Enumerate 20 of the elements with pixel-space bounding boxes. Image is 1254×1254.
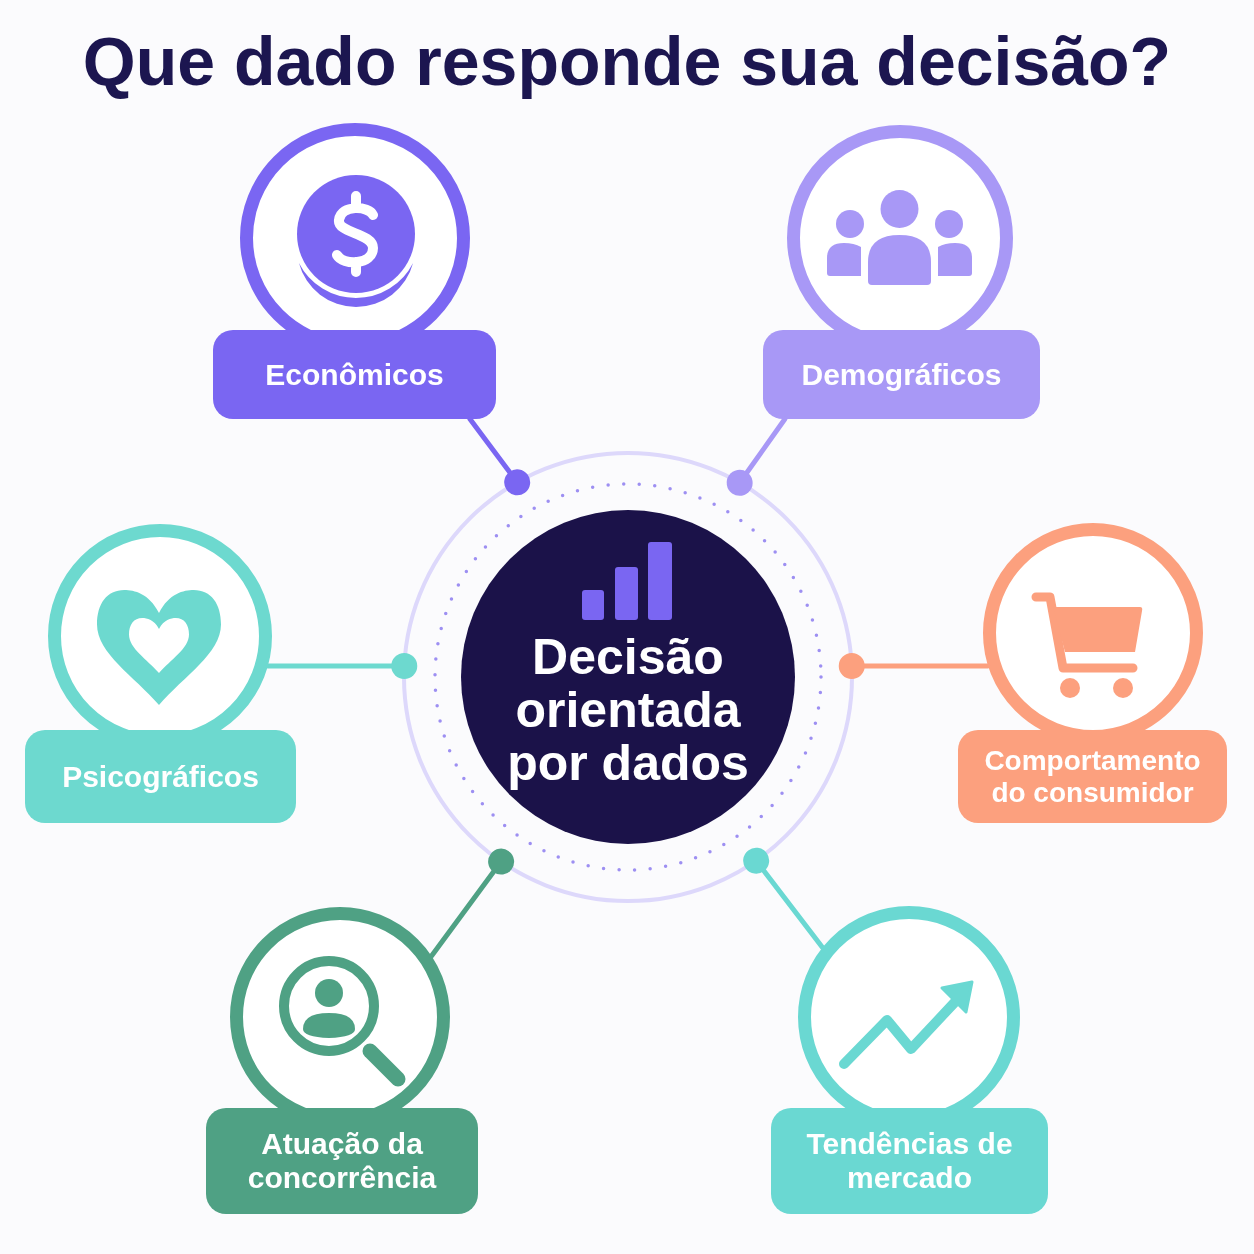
- label-pill: [25, 730, 296, 823]
- connector-line: [429, 848, 515, 959]
- label-pill: [763, 330, 1040, 419]
- category-label: Demográficos: [801, 357, 1002, 392]
- hub-ring: [402, 451, 854, 903]
- label-pill: [771, 1108, 1048, 1214]
- label-pill: [958, 730, 1227, 823]
- category-label: Comportamento do consumidor: [983, 744, 1202, 809]
- connector-line: [265, 653, 418, 680]
- connector-line: [743, 847, 825, 950]
- hub-title: Decisão orientada por dados: [506, 631, 750, 790]
- category-label: Atuação da concorrência: [246, 1127, 438, 1195]
- label-pill: [213, 330, 496, 419]
- label-pill: [206, 1108, 478, 1214]
- connector-line: [838, 653, 991, 680]
- category-label: Econômicos: [265, 357, 444, 392]
- connector-line: [726, 416, 788, 496]
- category-label: Tendências de mercado: [805, 1127, 1014, 1195]
- category-label: Psicográficos: [62, 759, 259, 794]
- connector-line: [467, 416, 531, 496]
